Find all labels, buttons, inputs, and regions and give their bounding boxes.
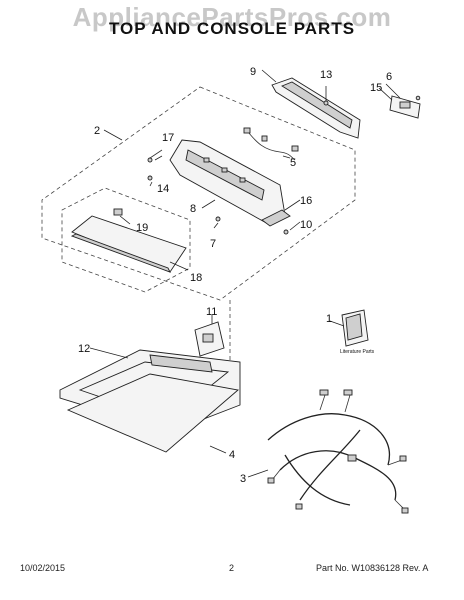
- console-bracket-part-19: [113, 208, 123, 216]
- callout-3: 3: [240, 473, 246, 485]
- knob-part-10: [283, 229, 289, 235]
- wire-harness-part-3: [267, 389, 409, 514]
- screw-part-7: [215, 216, 221, 222]
- callout-1: 1: [326, 313, 332, 325]
- callout-7: 7: [210, 238, 216, 250]
- callout-13: 13: [320, 69, 332, 81]
- harness-part-5: [243, 127, 299, 161]
- callout-11: 11: [206, 306, 217, 318]
- console-cover-part-18: [70, 215, 187, 273]
- leader-lines: [89, 69, 401, 478]
- screw-part-14: [147, 175, 153, 181]
- callout-17: 17: [162, 132, 174, 144]
- switch-part-16: [261, 209, 291, 227]
- footer-page-number: 2: [229, 563, 235, 573]
- screw-part-13: [323, 86, 329, 106]
- callout-9: 9: [250, 66, 256, 78]
- callout-14: 14: [157, 183, 169, 195]
- callout-4: 4: [229, 449, 235, 461]
- callout-10: 10: [300, 219, 312, 231]
- footer-part-number: Part No. W10836128 Rev. A: [316, 563, 429, 573]
- wire-clip-part-17: [147, 149, 163, 163]
- callout-6: 6: [386, 71, 392, 83]
- watermark-text: AppliancePartsPros.com: [72, 2, 392, 32]
- callout-19: 19: [136, 222, 148, 234]
- control-board-part-15: [389, 95, 421, 119]
- console-trim-strip-part-9: [271, 77, 361, 139]
- footer-date: 10/02/2015: [20, 563, 66, 573]
- assembly-outline-dashed: [41, 86, 356, 301]
- callout-8: 8: [190, 203, 196, 215]
- hinge-part-11: [194, 321, 225, 357]
- callout-16: 16: [300, 195, 312, 207]
- callout-5: 5: [290, 157, 296, 169]
- callout-2: 2: [94, 125, 100, 137]
- literature-part-1: [341, 309, 369, 347]
- callout-12: 12: [78, 343, 90, 355]
- callout-15: 15: [370, 82, 382, 94]
- glass-lid-part-4: [66, 373, 240, 453]
- console-housing-part-2: [169, 139, 286, 226]
- page-title: TOP AND CONSOLE PARTS: [108, 19, 356, 38]
- callout-18: 18: [190, 272, 202, 284]
- literature-parts-label: Literature Parts: [340, 349, 375, 355]
